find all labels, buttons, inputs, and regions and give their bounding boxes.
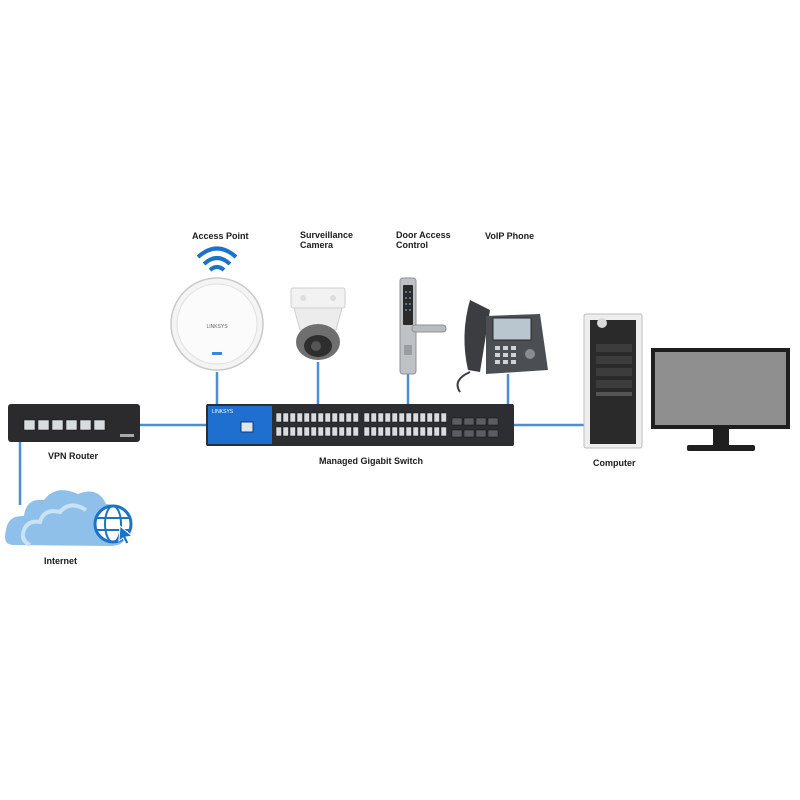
access-point-device: LINKSYS xyxy=(170,246,264,371)
switch-sfp-port xyxy=(451,429,463,438)
internet-cloud xyxy=(5,490,134,547)
switch-port xyxy=(391,412,398,423)
camera-label-line1: Surveillance xyxy=(300,230,354,240)
vpn-router-device xyxy=(8,404,140,442)
switch-port xyxy=(352,412,359,423)
switch-port xyxy=(331,426,338,437)
computer-tower-device xyxy=(583,313,643,449)
voip-phone-label: VoIP Phone xyxy=(485,231,535,241)
switch-port xyxy=(282,426,289,437)
switch-port xyxy=(296,412,303,423)
switch-port xyxy=(338,412,345,423)
router-label: VPN Router xyxy=(48,451,99,461)
switch-port xyxy=(405,426,412,437)
access-point-label: Access Point xyxy=(192,231,249,241)
switch-port xyxy=(363,412,370,423)
wifi-icon xyxy=(196,246,238,259)
switch-sfp-port xyxy=(487,417,499,426)
router-port xyxy=(37,419,50,431)
access-point-brand: LINKSYS xyxy=(206,324,228,330)
router-ports xyxy=(23,419,106,431)
switch-port xyxy=(433,412,440,423)
switch-port xyxy=(324,426,331,437)
switch-port xyxy=(310,412,317,423)
door-access-label-line1: Door Access xyxy=(396,230,451,240)
switch-port xyxy=(338,426,345,437)
switch-brand: LINKSYS xyxy=(212,409,234,415)
switch-port xyxy=(440,412,447,423)
switch-port xyxy=(412,426,419,437)
door-access-label-line2: Control xyxy=(396,240,428,250)
switch-port xyxy=(426,426,433,437)
switch-port xyxy=(391,426,398,437)
switch-port xyxy=(370,412,377,423)
switch-port xyxy=(317,426,324,437)
switch-port xyxy=(433,426,440,437)
switch-port xyxy=(331,412,338,423)
switch-port xyxy=(275,426,282,437)
switch-port xyxy=(303,426,310,437)
switch-port xyxy=(440,426,447,437)
router-port xyxy=(79,419,92,431)
switch-port xyxy=(412,412,419,423)
switch-port xyxy=(363,426,370,437)
router-port xyxy=(93,419,106,431)
computer-label: Computer xyxy=(593,458,636,468)
monitor-device xyxy=(651,348,790,451)
switch-port xyxy=(384,426,391,437)
router-port xyxy=(65,419,78,431)
switch-port xyxy=(324,412,331,423)
switch-port xyxy=(419,412,426,423)
switch-sfp-ports xyxy=(451,417,499,438)
switch-sfp-port xyxy=(475,417,487,426)
voip-phone-device xyxy=(456,300,548,393)
router-port xyxy=(23,419,36,431)
switch-port xyxy=(384,412,391,423)
switch-sfp-port xyxy=(463,417,475,426)
switch-port xyxy=(398,412,405,423)
door-access-device xyxy=(399,277,447,375)
surveillance-camera-device xyxy=(290,287,346,360)
switch-port xyxy=(419,426,426,437)
camera-label: Surveillance Camera xyxy=(300,230,353,250)
switch-port xyxy=(317,412,324,423)
switch-port xyxy=(289,426,296,437)
switch-ports xyxy=(275,412,447,437)
internet-label: Internet xyxy=(44,556,78,566)
switch-sfp-port xyxy=(487,429,499,438)
switch-port xyxy=(426,412,433,423)
switch-port xyxy=(282,412,289,423)
router-port xyxy=(51,419,64,431)
switch-port xyxy=(303,412,310,423)
switch-sfp-port xyxy=(451,417,463,426)
switch-sfp-port xyxy=(463,429,475,438)
switch-port xyxy=(370,426,377,437)
switch-port xyxy=(275,412,282,423)
managed-switch-device: LINKSYS xyxy=(206,404,514,446)
switch-port xyxy=(345,426,352,437)
switch-port xyxy=(405,412,412,423)
switch-port xyxy=(310,426,317,437)
switch-sfp-port xyxy=(475,429,487,438)
switch-port xyxy=(377,426,384,437)
switch-label: Managed Gigabit Switch xyxy=(319,456,424,466)
switch-port xyxy=(377,412,384,423)
switch-port xyxy=(352,426,359,437)
camera-label-line2: Camera xyxy=(300,240,334,250)
switch-port xyxy=(398,426,405,437)
switch-port xyxy=(296,426,303,437)
cables xyxy=(18,362,588,505)
switch-port xyxy=(289,412,296,423)
switch-port xyxy=(345,412,352,423)
door-access-label: Door Access Control xyxy=(396,230,451,250)
